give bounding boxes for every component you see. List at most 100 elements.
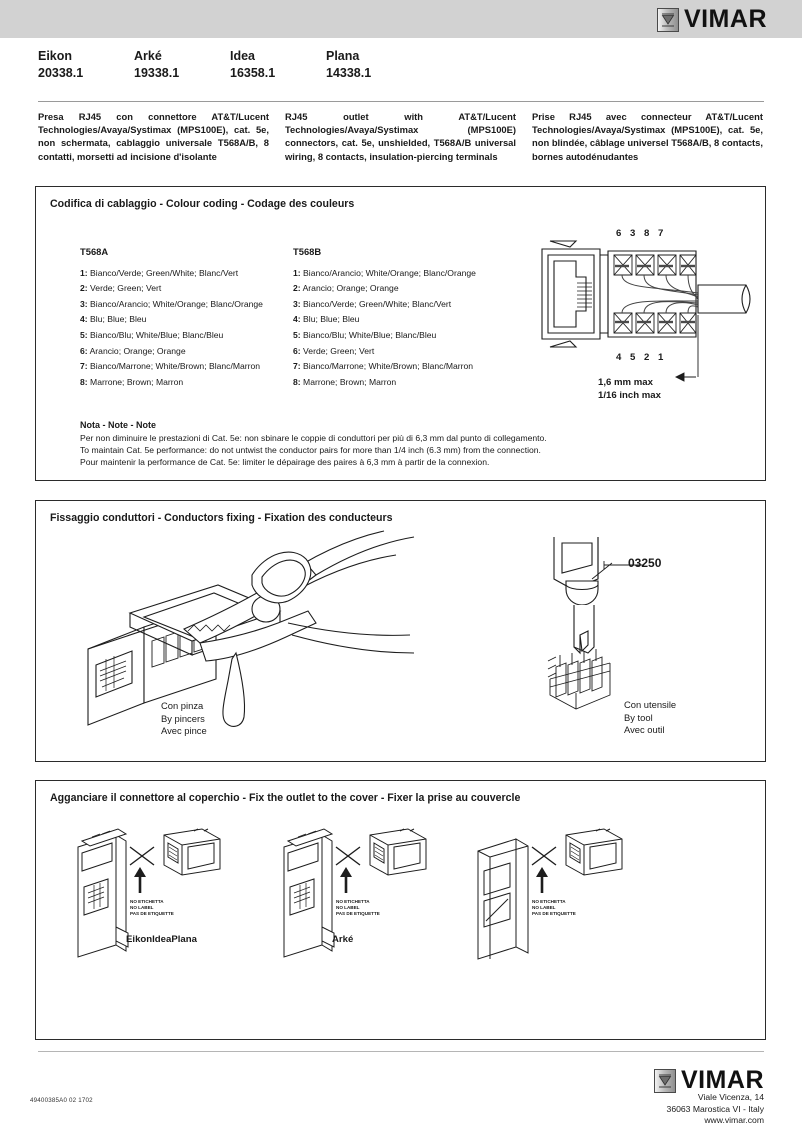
pin-colours: Bianco/Arancio; White/Orange; Blanc/Oran… (303, 267, 476, 278)
caption-en: By pincers (161, 712, 205, 724)
pin-number: 7: (293, 361, 301, 372)
pin-number: 4: (293, 314, 301, 325)
pin-colours: Blu; Blue; Bleu (90, 314, 147, 325)
pincers-illustration (87, 530, 415, 727)
pin-colours: Bianco/Verde; Green/White; Blanc/Vert (303, 298, 452, 309)
pin-colours: Marrone; Brown; Marron (90, 376, 184, 387)
mounting-item-eikonideaplana: NO ETICHETTA NO LABEL PAS DE ETIQUETTE E… (68, 828, 246, 999)
brand-name: VIMAR (680, 1066, 764, 1094)
wire-row: 8: Marrone; Brown; Marron (80, 375, 325, 391)
caption-fr: Avec outil (624, 724, 665, 736)
wire-row: 4: Blu; Blue; Bleu (80, 312, 325, 328)
pin-colours: Verde; Green; Vert (90, 283, 162, 294)
pin-colours: Bianco/Verde; Green/White; Blanc/Vert (90, 267, 239, 278)
wiring-list-t568b: T568B 1: Bianco/Arancio; White/Orange; B… (293, 244, 543, 390)
product-eikon: Eikon 20338.1 (38, 48, 134, 82)
mount-caption: EikonIdeaPlana (126, 934, 197, 945)
brand-name: VIMAR (683, 5, 767, 33)
note-block: Nota - Note - Note Per non diminuire le … (80, 419, 720, 469)
footer-divider (38, 1051, 764, 1052)
mounting-illustration-row: NO ETICHETTA NO LABEL PAS DE ETIQUETTE E… (52, 828, 752, 999)
product-code: 20338.1 (38, 66, 84, 80)
pin-colours: Verde; Green; Vert (303, 345, 375, 356)
wire-row: 7: Bianco/Marrone; White/Brown; Blanc/Ma… (293, 359, 543, 375)
pin-number: 1: (80, 267, 88, 278)
wire-row: 3: Bianco/Verde; Green/White; Blanc/Vert (293, 297, 543, 313)
no-label-it: NO ETICHETTA (532, 899, 566, 904)
description-fr: Prise RJ45 avec connecteur AT&T/Lucent T… (532, 111, 763, 162)
rj45-connector-artwork (541, 240, 751, 382)
tool-code-callout: 03250 (628, 556, 662, 570)
rj45-connector-diagram: 6 3 8 7 4 5 2 1 (536, 227, 756, 417)
wire-row: 6: Arancio; Orange; Orange (80, 344, 325, 360)
pin-colours: Bianco/Blu; White/Blue; Blanc/Bleu (90, 329, 224, 340)
pin-number: 7: (80, 361, 88, 372)
product-name: Arké (134, 49, 162, 63)
caption-it: Con utensile (624, 699, 677, 710)
header-divider (38, 101, 764, 102)
panel-title: Agganciare il connettore al coperchio - … (50, 792, 521, 804)
product-arke: Arké 19338.1 (134, 48, 230, 82)
mount-caption: Arké (332, 934, 354, 945)
pin-numbers-top: 6 3 8 7 (616, 228, 667, 239)
pin-number: 3: (80, 298, 88, 309)
no-label-en: NO LABEL (336, 905, 360, 911)
caption-fr: Avec pince (161, 725, 207, 737)
wiring-list-t568a: T568A 1: Bianco/Verde; Green/White; Blan… (80, 244, 325, 390)
dimension-inch: 1/16 inch max (598, 389, 661, 401)
no-label-note: NO ETICHETTA NO LABEL PAS DE ETIQUETTE (130, 899, 174, 918)
pin-numbers-bottom: 4 5 2 1 (616, 352, 667, 363)
product-name: Eikon (38, 49, 73, 63)
vimar-chevron-logo-icon (653, 1068, 676, 1093)
caption-pincers: Con pinza By pincers Avec pince (161, 700, 207, 738)
pin-number: 2: (293, 283, 301, 294)
wire-row: 2: Arancio; Orange; Orange (293, 281, 543, 297)
address-line-2: 36063 Marostica VI - Italy (666, 1103, 764, 1114)
dimension-callout: 1,6 mm max 1/16 inch max (598, 377, 661, 402)
pin-number: 5: (293, 329, 301, 340)
pin-number: 8: (80, 376, 88, 387)
note-heading: Nota - Note - Note (80, 420, 156, 430)
caption-tool: Con utensile By tool Avec outil (624, 699, 676, 737)
standard-name: T568A (80, 246, 109, 257)
pin-number: 6: (293, 345, 301, 356)
pin-number: 1: (293, 267, 301, 278)
no-label-en: NO LABEL (130, 905, 154, 911)
no-label-note: NO ETICHETTA NO LABEL PAS DE ETIQUETTE (336, 899, 380, 918)
wire-row: 1: Bianco/Arancio; White/Orange; Blanc/O… (293, 266, 543, 282)
product-code-row: Eikon 20338.1 Arké 19338.1 Idea 16358.1 … (38, 48, 598, 82)
mount-artwork (283, 828, 427, 958)
note-text-en: To maintain Cat. 5e performance: do not … (80, 445, 541, 456)
company-address: Viale Vicenza, 14 36063 Marostica VI - I… (667, 1092, 764, 1127)
product-code: 19338.1 (134, 66, 180, 80)
panel-fix-to-cover: Agganciare il connettore al coperchio - … (35, 780, 766, 1040)
pin-colours: Marrone; Brown; Marron (303, 376, 397, 387)
dimension-mm: 1,6 mm max (598, 377, 653, 388)
no-label-it: NO ETICHETTA (130, 899, 164, 904)
standard-name: T568B (293, 246, 322, 257)
no-label-fr: PAS DE ETIQUETTE (336, 911, 380, 917)
pin-colours: Bianco/Marrone; White/Brown; Blanc/Marro… (90, 361, 261, 372)
no-label-fr: PAS DE ETIQUETTE (532, 911, 576, 917)
wire-row: 1: Bianco/Verde; Green/White; Blanc/Vert (80, 266, 325, 282)
punchdown-tool-illustration (547, 537, 644, 710)
website-link[interactable]: www.vimar.com (704, 1115, 764, 1126)
pin-number: 4: (80, 314, 88, 325)
mounting-item-third: NO ETICHETTA NO LABEL PAS DE ETIQUETTE (470, 828, 648, 999)
pin-number: 5: (80, 329, 88, 340)
pin-colours: Arancio; Orange; Orange (302, 283, 399, 294)
pin-colours: Bianco/Blu; White/Blue; Blanc/Bleu (303, 329, 437, 340)
product-plana: Plana 14338.1 (326, 48, 422, 82)
product-code: 16358.1 (230, 66, 276, 80)
pin-colours: Bianco/Marrone; White/Brown; Blanc/Marro… (303, 361, 474, 372)
pin-number: 8: (293, 376, 301, 387)
pin-colours: Arancio; Orange; Orange (89, 345, 186, 356)
wire-row: 4: Blu; Blue; Bleu (293, 312, 543, 328)
vimar-chevron-logo-icon (656, 7, 679, 32)
pin-number: 3: (293, 298, 301, 309)
panel-title: Codifica di cablaggio - Colour coding - … (50, 198, 355, 210)
wire-row: 8: Marrone; Brown; Marron (293, 375, 543, 391)
caption-it: Con pinza (161, 700, 204, 711)
product-code: 14338.1 (326, 66, 372, 80)
